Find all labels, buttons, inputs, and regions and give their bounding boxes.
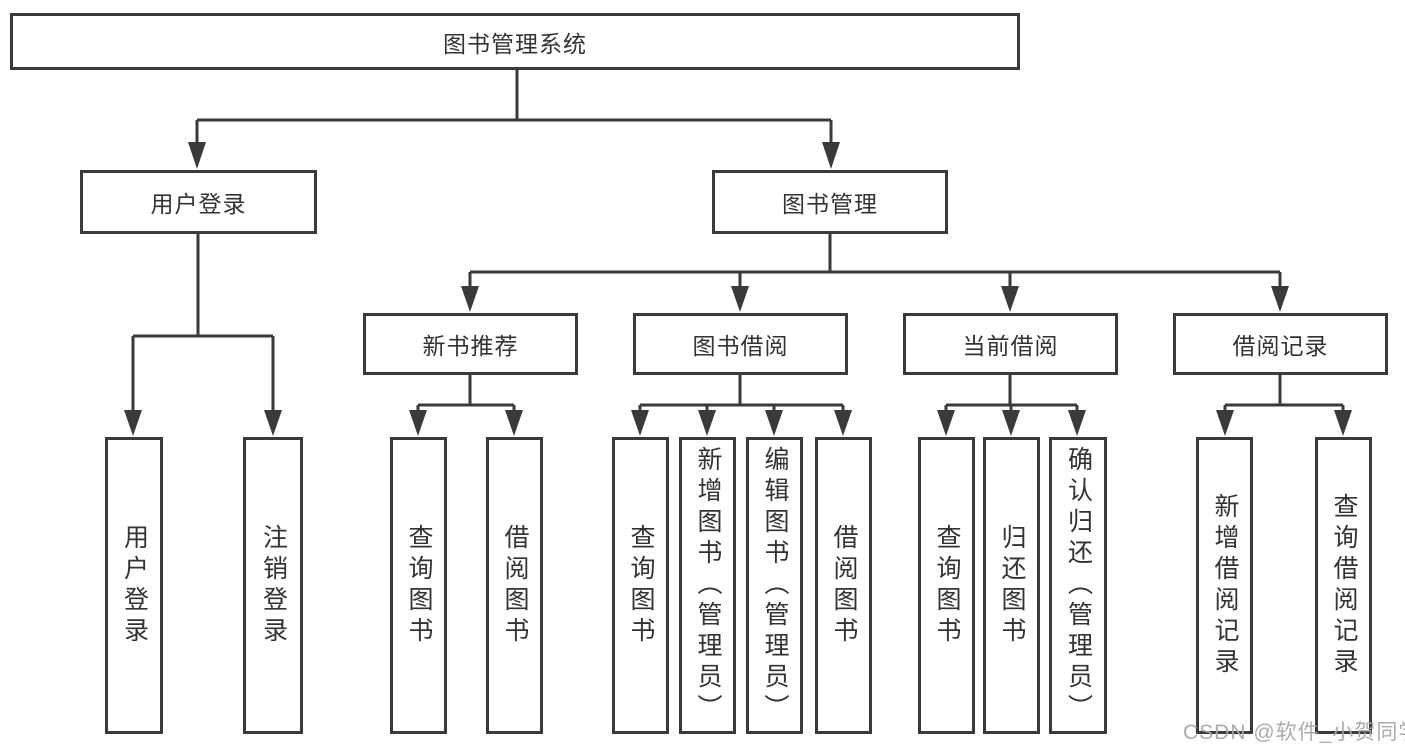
arrow-down-icon [765,410,783,436]
arrow-down-icon [937,410,955,436]
node-root: 图书管理系统 [10,13,1020,70]
leaf-cb-confirm-return-admin: 确认归还（管理员） [1049,437,1107,734]
arrow-down-icon [731,286,749,312]
arrow-down-icon [1068,410,1086,436]
connector-bookmgmt-to-level3 [468,234,1282,289]
leaf-cb-return-books: 归还图书 [983,437,1040,734]
leaf-bb-add-books-admin: 新增图书（管理员） [679,437,736,734]
leaf-nb-borrow-books-label: 借阅图书 [501,523,529,648]
leaf-cb-query-books: 查询图书 [918,437,975,734]
node-user-login: 用户登录 [80,170,317,234]
leaf-br-query-record: 查询借阅记录 [1315,437,1372,734]
leaf-cb-query-books-label: 查询图书 [933,523,961,648]
arrow-down-icon [1216,410,1234,436]
node-new-book-recommend-label: 新书推荐 [422,333,519,359]
node-current-borrow: 当前借阅 [903,313,1118,375]
leaf-nb-query-books-label: 查询图书 [405,523,433,648]
leaf-cb-return-books-label: 归还图书 [998,523,1026,648]
leaf-user-login: 用户登录 [105,437,163,734]
leaf-logout-login-label: 注销登录 [259,523,288,648]
leaf-nb-borrow-books: 借阅图书 [486,437,543,734]
arrow-down-icon [698,410,716,436]
arrow-down-icon [1334,410,1352,436]
arrow-down-icon [461,286,479,312]
arrow-down-icon [124,410,142,436]
leaf-user-login-label: 用户登录 [120,523,149,648]
connector-borrowrecord-to-leaves [1223,375,1345,412]
connector-root-to-level2 [195,70,833,146]
leaf-bb-edit-books-admin: 编辑图书（管理员） [746,437,803,734]
leaf-bb-borrow-books: 借阅图书 [815,437,872,734]
node-root-label: 图书管理系统 [443,30,587,57]
connector-currentborrow-to-leaves [944,375,1079,412]
node-new-book-recommend: 新书推荐 [363,313,578,375]
arrowheads [124,142,1352,436]
node-borrow-record: 借阅记录 [1173,313,1388,375]
csdn-watermark: CSDN @软件_小贺同学 [1183,721,1405,744]
leaf-nb-query-books: 查询图书 [390,437,447,734]
arrow-down-icon [505,410,523,436]
node-book-management: 图书管理 [712,170,948,234]
leaf-bb-borrow-books-label: 借阅图书 [830,523,858,648]
leaf-bb-edit-books-admin-label: 编辑图书（管理员） [761,446,789,725]
leaf-bb-query-books: 查询图书 [612,437,669,734]
arrow-down-icon [409,410,427,436]
arrow-down-icon [1001,286,1019,312]
leaf-bb-query-books-label: 查询图书 [627,523,655,648]
node-book-management-label: 图书管理 [782,191,878,217]
connector-userlogin-to-leaves [131,234,275,412]
arrow-down-icon [834,410,852,436]
connector-newbook-to-leaves [416,375,516,412]
arrow-down-icon [1271,286,1289,312]
leaf-br-add-record-label: 新增借阅记录 [1211,492,1239,679]
node-book-borrow-label: 图书借阅 [692,333,789,359]
arrow-down-icon [822,142,840,169]
leaf-cb-confirm-return-admin-label: 确认归还（管理员） [1064,446,1093,725]
connector-bookborrow-to-leaves [638,375,845,412]
leaf-br-add-record: 新增借阅记录 [1196,437,1253,734]
node-borrow-record-label: 借阅记录 [1232,333,1329,359]
leaf-bb-add-books-admin-label: 新增图书（管理员） [694,446,722,725]
arrow-down-icon [264,410,282,436]
node-current-borrow-label: 当前借阅 [962,333,1059,359]
arrow-down-icon [188,142,206,169]
leaf-logout-login: 注销登录 [243,437,303,734]
node-user-login-label: 用户登录 [150,191,247,217]
node-book-borrow: 图书借阅 [633,313,848,375]
arrow-down-icon [631,410,649,436]
leaf-br-query-record-label: 查询借阅记录 [1330,492,1358,679]
arrow-down-icon [1002,410,1020,436]
